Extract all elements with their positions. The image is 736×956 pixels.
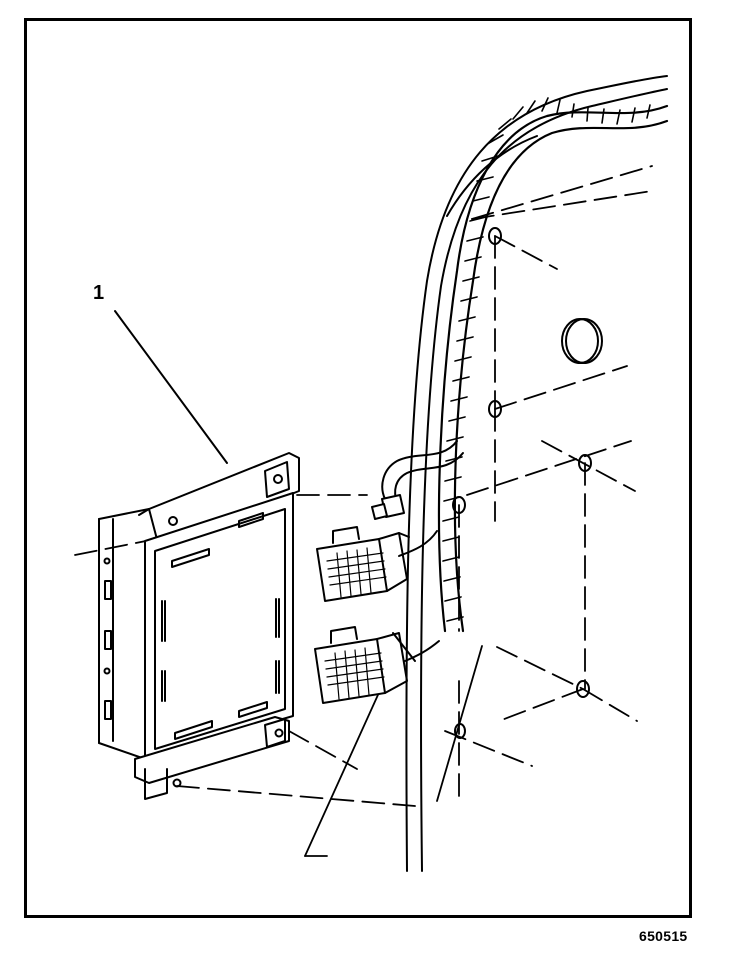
wiring-harness xyxy=(371,97,669,662)
callout-label-1: 1 xyxy=(93,282,105,304)
control-module xyxy=(98,452,300,800)
harness-connector-upper xyxy=(316,526,410,602)
harness-connector-lower xyxy=(314,626,416,704)
illustration-frame xyxy=(24,18,692,918)
panel-grommet xyxy=(561,318,603,364)
leader-lines xyxy=(304,645,483,857)
body-panel xyxy=(405,75,668,872)
figure-number: 650515 xyxy=(639,928,688,944)
mounting-studs xyxy=(452,227,592,739)
module-installation-illustration xyxy=(74,75,669,872)
callout-leader-1 xyxy=(114,310,228,464)
